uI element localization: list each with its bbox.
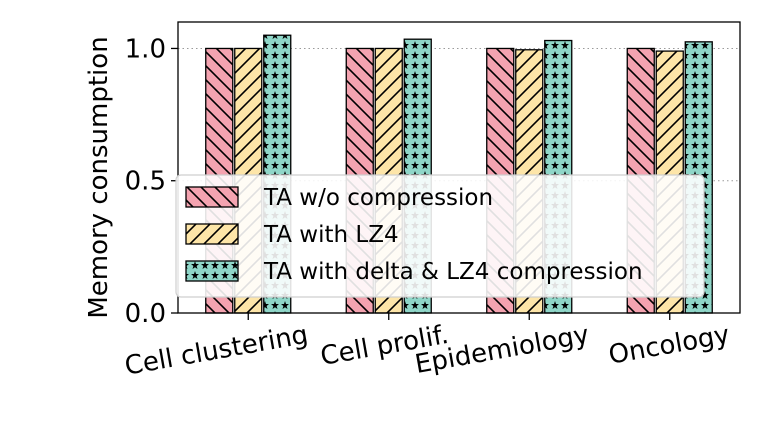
legend-swatch bbox=[185, 223, 239, 245]
y-tick-label: 1.0 bbox=[125, 34, 166, 64]
legend-swatch bbox=[185, 260, 239, 282]
y-axis: 0.0 0.5 1.0 bbox=[125, 34, 178, 329]
y-tick-label: 0.5 bbox=[125, 167, 166, 197]
legend: TA w/o compression TA with LZ4 TA with del… bbox=[175, 174, 705, 298]
legend-box bbox=[175, 174, 705, 298]
y-axis-title: Memory consumption bbox=[84, 36, 114, 318]
legend-label: TA with delta & LZ4 compression bbox=[263, 259, 643, 285]
x-tick-label: Cell clustering bbox=[123, 320, 311, 382]
legend-label: TA with LZ4 bbox=[263, 222, 399, 248]
plot-frame bbox=[177, 21, 741, 314]
legend-swatch bbox=[185, 186, 239, 208]
x-tick-label: Oncology bbox=[606, 320, 732, 371]
y-tick-label: 0.0 bbox=[125, 299, 166, 329]
legend-label: TA w/o compression bbox=[263, 185, 493, 211]
